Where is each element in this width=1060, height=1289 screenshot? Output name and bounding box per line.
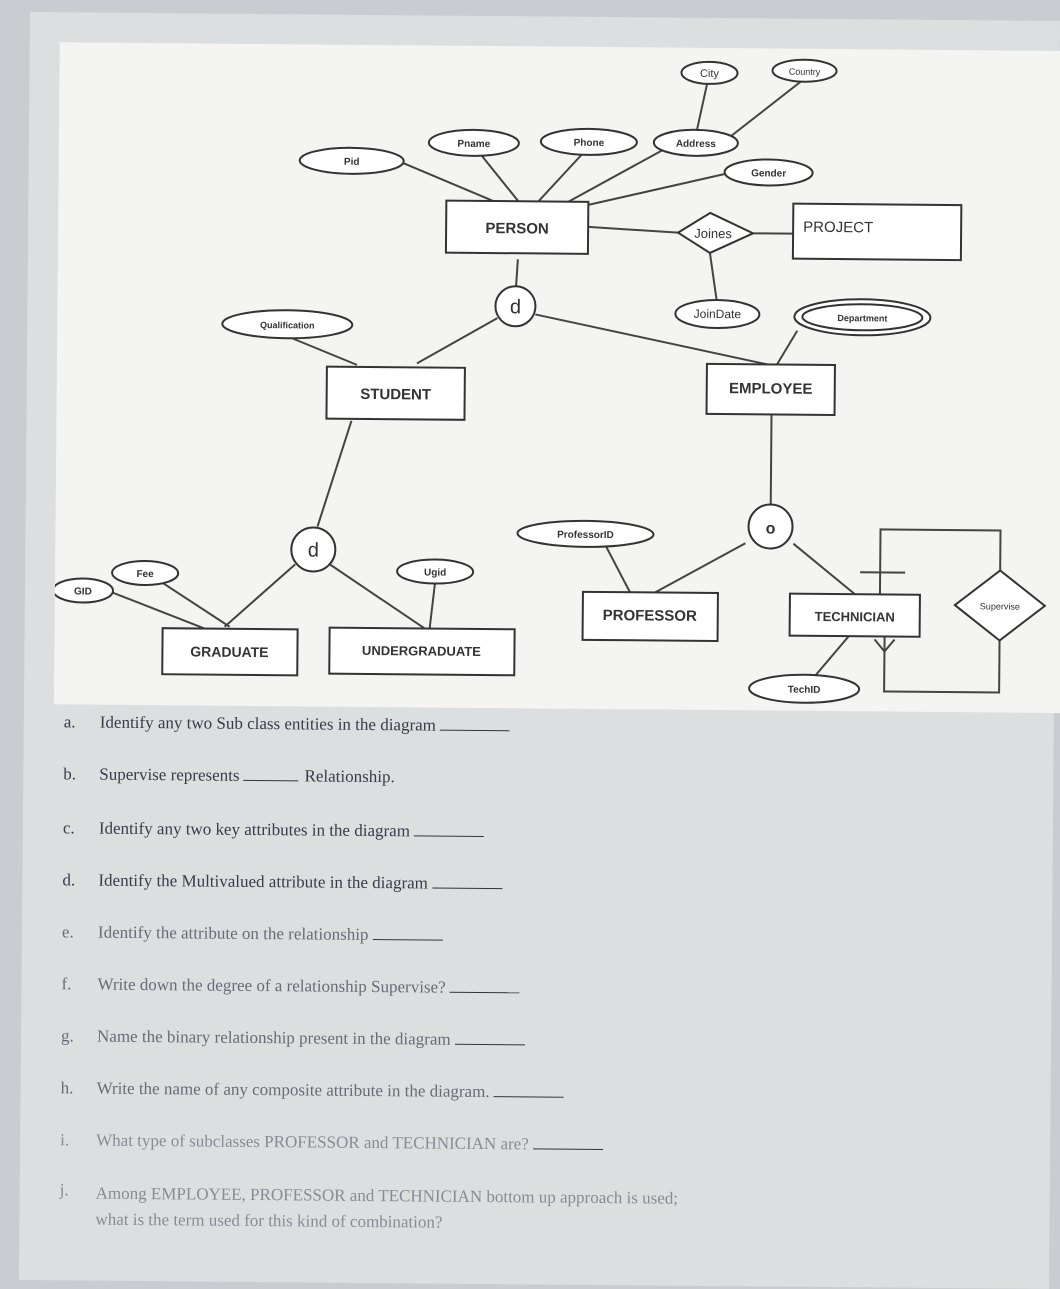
link-fee-graduate xyxy=(160,581,230,627)
question-i: i.What type of subclasses PROFESSOR and … xyxy=(60,1130,603,1155)
svg-text:Joines: Joines xyxy=(694,226,732,241)
question-d: d.Identify the Multivalued attribute in … xyxy=(62,870,502,894)
entity-student: STUDENT xyxy=(326,367,464,420)
answer-blank[interactable] xyxy=(432,888,502,890)
svg-text:Pid: Pid xyxy=(344,157,360,168)
svg-text:Qualification: Qualification xyxy=(260,320,315,330)
attribute-pname: Pname xyxy=(429,129,519,156)
svg-text:Country: Country xyxy=(789,67,821,77)
entity-professor: PROFESSOR xyxy=(583,592,718,641)
link-d-student xyxy=(417,317,497,364)
svg-text:PROJECT: PROJECT xyxy=(803,219,873,237)
link-o-professor xyxy=(655,542,745,593)
entity-undergraduate: UNDERGRADUATE xyxy=(329,628,514,676)
svg-text:EMPLOYEE: EMPLOYEE xyxy=(729,380,813,398)
svg-text:GID: GID xyxy=(74,586,92,597)
answer-blank[interactable] xyxy=(494,1096,564,1098)
attribute-department: Department xyxy=(794,299,930,336)
attribute-techid: TechID xyxy=(749,674,859,703)
svg-text:ProfessorID: ProfessorID xyxy=(557,530,614,541)
question-c: c.Identify any two key attributes in the… xyxy=(63,818,484,842)
question-e: e.Identify the attribute on the relation… xyxy=(62,922,443,945)
link-technician-supervise-bottom xyxy=(884,629,1000,692)
answer-blank[interactable] xyxy=(450,992,520,994)
question-g: g.Name the binary relationship present i… xyxy=(61,1026,525,1050)
link-gender-person xyxy=(588,172,728,206)
svg-text:TechID: TechID xyxy=(788,685,821,696)
attribute-joindate: JoinDate xyxy=(675,300,759,329)
attribute-pid: Pid xyxy=(300,147,404,174)
attribute-country: Country xyxy=(772,59,836,82)
specialization-student-disjoint: d xyxy=(291,527,335,571)
question-list: a.Identify any two Sub class entities in… xyxy=(64,712,764,718)
answer-blank[interactable] xyxy=(414,835,484,837)
link-person-joines xyxy=(588,227,678,233)
attribute-fee: Fee xyxy=(112,561,178,586)
entity-project: PROJECT xyxy=(793,204,961,260)
svg-text:Fee: Fee xyxy=(136,569,154,580)
link-qualification-student xyxy=(287,336,357,365)
attribute-gid: GID xyxy=(54,578,113,603)
svg-text:Address: Address xyxy=(676,139,717,150)
attribute-ugid: Ugid xyxy=(397,559,473,584)
question-f: f.Write down the degree of a relationshi… xyxy=(61,974,519,998)
attribute-address: Address xyxy=(654,129,738,156)
svg-text:City: City xyxy=(700,68,720,80)
svg-text:PERSON: PERSON xyxy=(485,220,549,238)
answer-blank[interactable] xyxy=(440,730,510,732)
attribute-qualification: Qualification xyxy=(222,310,352,339)
specialization-person-disjoint: d xyxy=(495,286,535,326)
specialization-employee-overlap: o xyxy=(748,504,792,548)
svg-text:GRADUATE: GRADUATE xyxy=(190,643,268,660)
link-joines-joindate xyxy=(709,253,717,306)
svg-text:Gender: Gender xyxy=(751,168,786,179)
attribute-gender: Gender xyxy=(725,159,813,186)
svg-text:Ugid: Ugid xyxy=(424,567,446,578)
attribute-phone: Phone xyxy=(541,128,637,155)
entity-graduate: GRADUATE xyxy=(162,628,297,675)
svg-text:Supervise: Supervise xyxy=(980,601,1020,611)
svg-text:PROFESSOR: PROFESSOR xyxy=(603,607,697,625)
svg-text:Department: Department xyxy=(837,313,887,323)
answer-blank[interactable] xyxy=(244,780,299,781)
link-ugid-undergraduate xyxy=(430,583,435,629)
svg-text:JoinDate: JoinDate xyxy=(694,307,742,321)
link-o-technician xyxy=(793,544,855,595)
svg-text:Pname: Pname xyxy=(457,139,490,150)
svg-text:d: d xyxy=(510,296,521,318)
worksheet-page: PERSON PROJECT STUDENT EMPLOYEE PROFESSO… xyxy=(19,12,1060,1289)
link-professorid-professor xyxy=(605,545,630,592)
question-j: j.Among EMPLOYEE, PROFESSOR and TECHNICI… xyxy=(59,1180,695,1238)
svg-text:Phone: Phone xyxy=(574,138,605,149)
link-student-d xyxy=(318,421,352,527)
svg-text:o: o xyxy=(766,520,776,537)
link-employee-o xyxy=(771,408,772,508)
entity-person: PERSON xyxy=(446,201,588,254)
relationship-supervise: Supervise xyxy=(955,570,1046,641)
relationship-joines: Joines xyxy=(678,213,753,254)
link-pid-person xyxy=(398,161,493,201)
attribute-city: City xyxy=(681,62,737,84)
attribute-professorid: ProfessorID xyxy=(517,520,653,547)
question-h: h.Write the name of any composite attrib… xyxy=(61,1078,564,1102)
svg-text:UNDERGRADUATE: UNDERGRADUATE xyxy=(362,643,481,659)
link-d-graduate xyxy=(225,564,296,628)
svg-text:STUDENT: STUDENT xyxy=(360,386,431,404)
er-diagram-area: PERSON PROJECT STUDENT EMPLOYEE PROFESSO… xyxy=(54,42,1060,713)
er-diagram: PERSON PROJECT STUDENT EMPLOYEE PROFESSO… xyxy=(54,42,1060,713)
link-gid-graduate xyxy=(113,593,205,629)
answer-blank[interactable] xyxy=(372,939,442,941)
entity-employee: EMPLOYEE xyxy=(707,364,835,415)
entity-technician: TECHNICIAN xyxy=(790,594,920,637)
answer-blank[interactable] xyxy=(455,1044,525,1046)
link-country-address xyxy=(731,78,805,137)
link-department-employee xyxy=(777,331,797,365)
svg-text:TECHNICIAN: TECHNICIAN xyxy=(815,609,895,625)
svg-text:d: d xyxy=(308,539,319,561)
question-a: a.Identify any two Sub class entities in… xyxy=(64,712,510,736)
answer-blank[interactable] xyxy=(533,1148,603,1150)
